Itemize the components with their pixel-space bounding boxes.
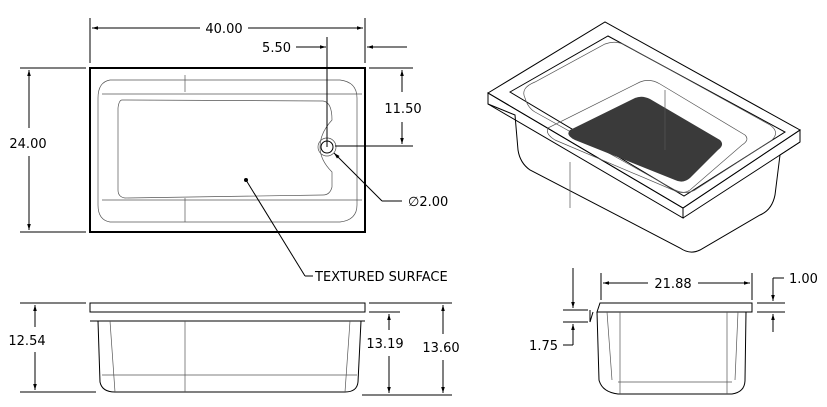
dim-height-24: 24.00 (9, 137, 46, 152)
textured-floor (568, 96, 723, 182)
rim-inner (97, 79, 358, 223)
dim-height-13-60: 13.60 (422, 341, 459, 356)
top-view: 40.00 5.50 24.00 11.50 ∅2.00 TEXTURED SU… (9, 18, 448, 285)
dim-rim-thickness: 1.00 (789, 272, 818, 287)
dim-height-13-19: 13.19 (366, 337, 403, 352)
dim-width-40: 40.00 (205, 22, 242, 37)
front-view: 12.54 13.19 13.60 (8, 302, 460, 396)
dim-drain-offset-x: 5.50 (262, 41, 291, 56)
dim-height-12-54: 12.54 (8, 334, 45, 349)
basin-floor (117, 99, 333, 199)
dim-lip-height: 1.75 (529, 339, 558, 354)
dim-drain-offset-y: 11.50 (384, 102, 421, 117)
dim-drain-diameter: ∅2.00 (408, 195, 448, 210)
dim-side-width: 21.88 (654, 277, 691, 292)
top-outline (89, 67, 366, 233)
side-view: 21.88 1.00 1.75 (529, 268, 818, 395)
isometric-view (487, 21, 801, 253)
note-textured-surface: TEXTURED SURFACE (314, 270, 448, 285)
